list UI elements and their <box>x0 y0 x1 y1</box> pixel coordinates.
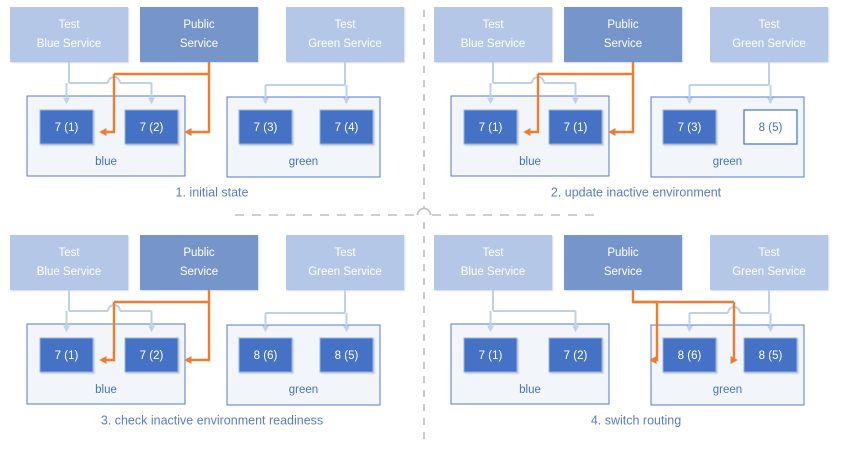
test-routing-lines <box>63 290 350 333</box>
environment-name: green <box>289 384 318 396</box>
service-label-line2: Blue Service <box>461 266 526 278</box>
environment-name: green <box>713 156 742 168</box>
pod-label: 7 (3) <box>254 122 278 134</box>
service-label-line2: Green Service <box>308 38 382 50</box>
service-label-line2: Green Service <box>308 266 382 278</box>
service-label-line1: Public <box>183 247 215 259</box>
test-routing-lines <box>487 290 774 333</box>
service-label-line1: Test <box>482 247 504 259</box>
environment-name: blue <box>95 156 117 168</box>
panel-caption: 1. initial state <box>176 185 249 199</box>
service-label-line1: Public <box>607 19 639 31</box>
pod-blue-pod-1[interactable]: 7 (1) <box>39 337 94 373</box>
pod-blue-pod-2[interactable]: 7 (2) <box>124 337 179 373</box>
pod-green-pod-1[interactable]: 7 (3) <box>238 109 293 145</box>
service-label-line1: Test <box>334 247 356 259</box>
public-routing-lines <box>523 62 635 136</box>
service-label-line2: Blue Service <box>37 266 102 278</box>
pod-label: 7 (4) <box>335 122 359 134</box>
environment-name: green <box>289 156 318 168</box>
service-label-line1: Public <box>183 19 215 31</box>
service-label-line2: Service <box>604 38 642 50</box>
panel-caption: 2. update inactive environment <box>551 185 722 199</box>
public-routing-lines <box>99 290 211 364</box>
pod-label: 8 (5) <box>759 350 783 362</box>
pod-green-pod-2[interactable]: 8 (5) <box>319 337 374 373</box>
public-routing-lines <box>99 62 211 136</box>
pod-green-pod-2[interactable]: 8 (5) <box>743 109 798 145</box>
service-label-line1: Test <box>482 19 504 31</box>
pod-label: 8 (5) <box>335 350 359 362</box>
pod-label: 7 (2) <box>140 350 164 362</box>
service-label-line2: Blue Service <box>37 38 102 50</box>
divider-crossing-hop <box>416 207 432 216</box>
pod-green-pod-2[interactable]: 7 (4) <box>319 109 374 145</box>
service-label-line2: Service <box>180 38 218 50</box>
pod-green-pod-1[interactable]: 7 (3) <box>662 109 717 145</box>
environment-name: blue <box>519 384 541 396</box>
pod-blue-pod-1[interactable]: 7 (1) <box>463 337 518 373</box>
pod-label: 7 (1) <box>55 122 79 134</box>
service-label-line1: Test <box>58 19 80 31</box>
service-label-line1: Test <box>758 247 780 259</box>
service-label-line1: Test <box>334 19 356 31</box>
environment-name: green <box>713 384 742 396</box>
pod-green-pod-1[interactable]: 8 (6) <box>662 337 717 373</box>
test-routing-lines <box>487 62 774 105</box>
dividers-layer <box>235 10 596 446</box>
pod-label: 7 (1) <box>479 122 503 134</box>
service-label-line2: Service <box>604 266 642 278</box>
panel-caption: 3. check inactive environment readiness <box>101 413 323 427</box>
service-label-line2: Blue Service <box>461 38 526 50</box>
pod-green-pod-1[interactable]: 8 (6) <box>238 337 293 373</box>
pod-label: 7 (1) <box>479 350 503 362</box>
service-label-line1: Test <box>758 19 780 31</box>
pod-label: 8 (6) <box>254 350 278 362</box>
service-label-line2: Green Service <box>732 38 806 50</box>
pod-blue-pod-2[interactable]: 7 (1) <box>548 109 603 145</box>
service-label-line1: Test <box>58 247 80 259</box>
pod-label: 7 (3) <box>678 122 702 134</box>
pod-label: 8 (6) <box>678 350 702 362</box>
pod-label: 7 (2) <box>140 122 164 134</box>
service-label-line2: Service <box>180 266 218 278</box>
pod-label: 7 (2) <box>564 350 588 362</box>
pod-blue-pod-1[interactable]: 7 (1) <box>463 109 518 145</box>
pod-label: 7 (1) <box>564 122 588 134</box>
panel-caption: 4. switch routing <box>591 413 681 427</box>
pod-label: 7 (1) <box>55 350 79 362</box>
pod-blue-pod-2[interactable]: 7 (2) <box>124 109 179 145</box>
pod-green-pod-2[interactable]: 8 (5) <box>743 337 798 373</box>
service-label-line2: Green Service <box>732 266 806 278</box>
service-label-line1: Public <box>607 247 639 259</box>
public-routing-lines <box>631 290 738 364</box>
pod-label: 8 (5) <box>759 122 783 134</box>
pod-blue-pod-2[interactable]: 7 (2) <box>548 337 603 373</box>
pod-blue-pod-1[interactable]: 7 (1) <box>39 109 94 145</box>
environment-name: blue <box>95 384 117 396</box>
environment-name: blue <box>519 156 541 168</box>
